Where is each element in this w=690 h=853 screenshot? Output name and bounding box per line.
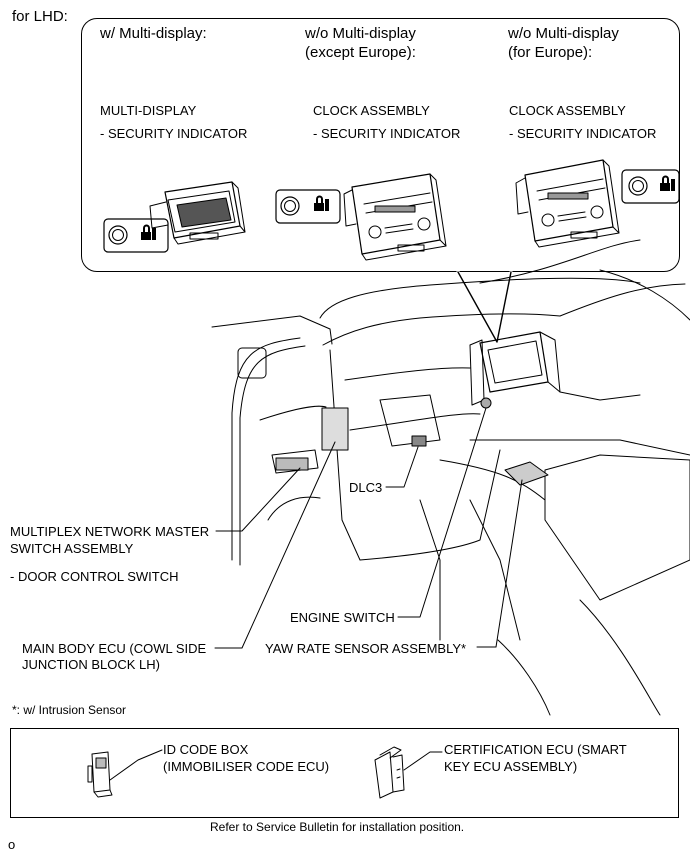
security-indicator-callout bbox=[81, 18, 680, 272]
main-body-ecu-label: MAIN BODY ECU (COWL SIDE bbox=[22, 641, 207, 656]
variant-2-heading: w/o Multi-display bbox=[305, 25, 416, 42]
variant-3-component: CLOCK ASSEMBLY bbox=[509, 103, 626, 118]
certification-ecu-label-sub: KEY ECU ASSEMBLY) bbox=[444, 759, 578, 774]
service-bulletin-note: Refer to Service Bulletin for installati… bbox=[210, 820, 465, 834]
dlc3-label: DLC3 bbox=[349, 480, 383, 495]
corner-mark: o bbox=[8, 837, 16, 852]
padlock-icon bbox=[314, 195, 329, 211]
main-body-ecu-label-sub: JUNCTION BLOCK LH) bbox=[22, 657, 160, 672]
variant-2-subcomponent: - SECURITY INDICATOR bbox=[313, 126, 461, 141]
variant-1-heading: w/ Multi-display: bbox=[100, 25, 207, 42]
callout-pointer bbox=[456, 270, 513, 344]
clock-assembly-unit-1 bbox=[343, 173, 447, 261]
variant-2-component: CLOCK ASSEMBLY bbox=[313, 103, 430, 118]
door-control-switch-label: - DOOR CONTROL SWITCH bbox=[10, 569, 179, 584]
security-indicator-icon bbox=[103, 218, 169, 253]
yaw-rate-sensor-label: YAW RATE SENSOR ASSEMBLY* bbox=[265, 641, 467, 656]
clock-assembly-unit-2 bbox=[515, 159, 620, 248]
leader-lines bbox=[214, 407, 523, 649]
multi-display-unit bbox=[149, 181, 246, 245]
id-code-box-label-sub: (IMMOBILISER CODE ECU) bbox=[163, 759, 330, 774]
multiplex-switch-label-sub: SWITCH ASSEMBLY bbox=[10, 541, 134, 556]
variant-3-heading-sub: (for Europe): bbox=[508, 44, 593, 61]
variant-1-component: MULTI-DISPLAY bbox=[100, 103, 197, 118]
parts-box bbox=[10, 728, 679, 818]
id-code-box-label: ID CODE BOX bbox=[163, 742, 249, 757]
certification-ecu-illustration bbox=[374, 746, 443, 799]
security-indicator-icon bbox=[275, 189, 341, 224]
padlock-icon bbox=[660, 175, 675, 191]
variant-1-subcomponent: - SECURITY INDICATOR bbox=[100, 126, 248, 141]
padlock-icon bbox=[141, 224, 156, 240]
variant-2-heading-sub: (except Europe): bbox=[305, 44, 416, 61]
variant-3-heading: w/o Multi-display bbox=[508, 25, 619, 42]
variant-3-subcomponent: - SECURITY INDICATOR bbox=[509, 126, 657, 141]
id-code-box-illustration bbox=[87, 749, 163, 798]
vehicle-interior bbox=[211, 239, 690, 716]
engine-switch-label: ENGINE SWITCH bbox=[290, 610, 395, 625]
footnote: *: w/ Intrusion Sensor bbox=[12, 703, 127, 717]
region-label: for LHD: bbox=[12, 8, 68, 25]
multiplex-switch-label: MULTIPLEX NETWORK MASTER bbox=[10, 524, 210, 539]
security-indicator-icon bbox=[621, 169, 680, 204]
certification-ecu-label: CERTIFICATION ECU (SMART bbox=[444, 742, 627, 757]
